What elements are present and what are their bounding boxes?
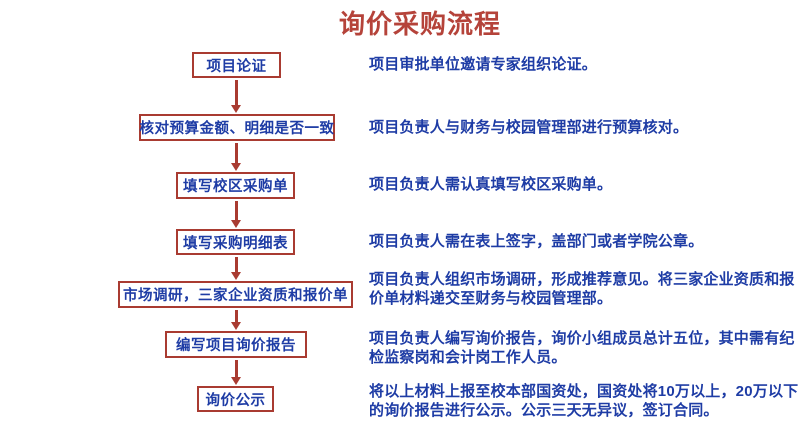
flow-step-description-5: 项目负责人组织市场调研，形成推荐意见。将三家企业资质和报价单材料递交至财务与校园… (369, 271, 795, 307)
flow-step-box-6: 编写项目询价报告 (165, 331, 307, 358)
down-arrow-icon (229, 310, 243, 330)
arrow-shaft (234, 80, 238, 105)
arrow-shaft (234, 201, 238, 220)
page-title: 询价采购流程 (338, 9, 501, 39)
arrow-head (231, 322, 241, 330)
arrow-shaft (234, 143, 238, 163)
flow-step-box-7: 询价公示 (197, 386, 274, 412)
down-arrow-icon (229, 201, 243, 228)
arrow-shaft (234, 257, 238, 272)
down-arrow-icon (229, 360, 243, 385)
down-arrow-icon (229, 80, 243, 113)
arrow-head (231, 220, 241, 228)
flow-step-description-4: 项目负责人需在表上签字，盖部门或者学院公章。 (369, 233, 704, 250)
down-arrow-icon (229, 257, 243, 280)
flow-step-description-3: 项目负责人需认真填写校区采购单。 (369, 176, 613, 193)
flow-step-description-6: 项目负责人编写询价报告，询价小组成员总计五位，其中需有纪检监察岗和会计岗工作人员… (369, 330, 795, 366)
flow-step-box-1: 项目论证 (192, 52, 281, 78)
arrow-shaft (234, 360, 238, 377)
arrow-head (231, 163, 241, 171)
flow-step-box-4: 填写采购明细表 (176, 229, 295, 255)
flow-step-description-1: 项目审批单位邀请专家组织论证。 (369, 56, 598, 73)
flow-step-box-5: 市场调研，三家企业资质和报价单 (118, 281, 353, 308)
flow-step-description-7: 将以上材料上报至校本部国资处，国资处将10万以上，20万以下的询价报告进行公示。… (369, 383, 799, 419)
flow-step-box-2: 核对预算金额、明细是否一致 (139, 114, 335, 141)
arrow-head (231, 105, 241, 113)
flow-step-description-2: 项目负责人与财务与校园管理部进行预算核对。 (369, 119, 689, 136)
arrow-shaft (234, 310, 238, 322)
arrow-head (231, 377, 241, 385)
arrow-head (231, 272, 241, 280)
down-arrow-icon (229, 143, 243, 171)
flow-step-box-3: 填写校区采购单 (176, 172, 295, 199)
